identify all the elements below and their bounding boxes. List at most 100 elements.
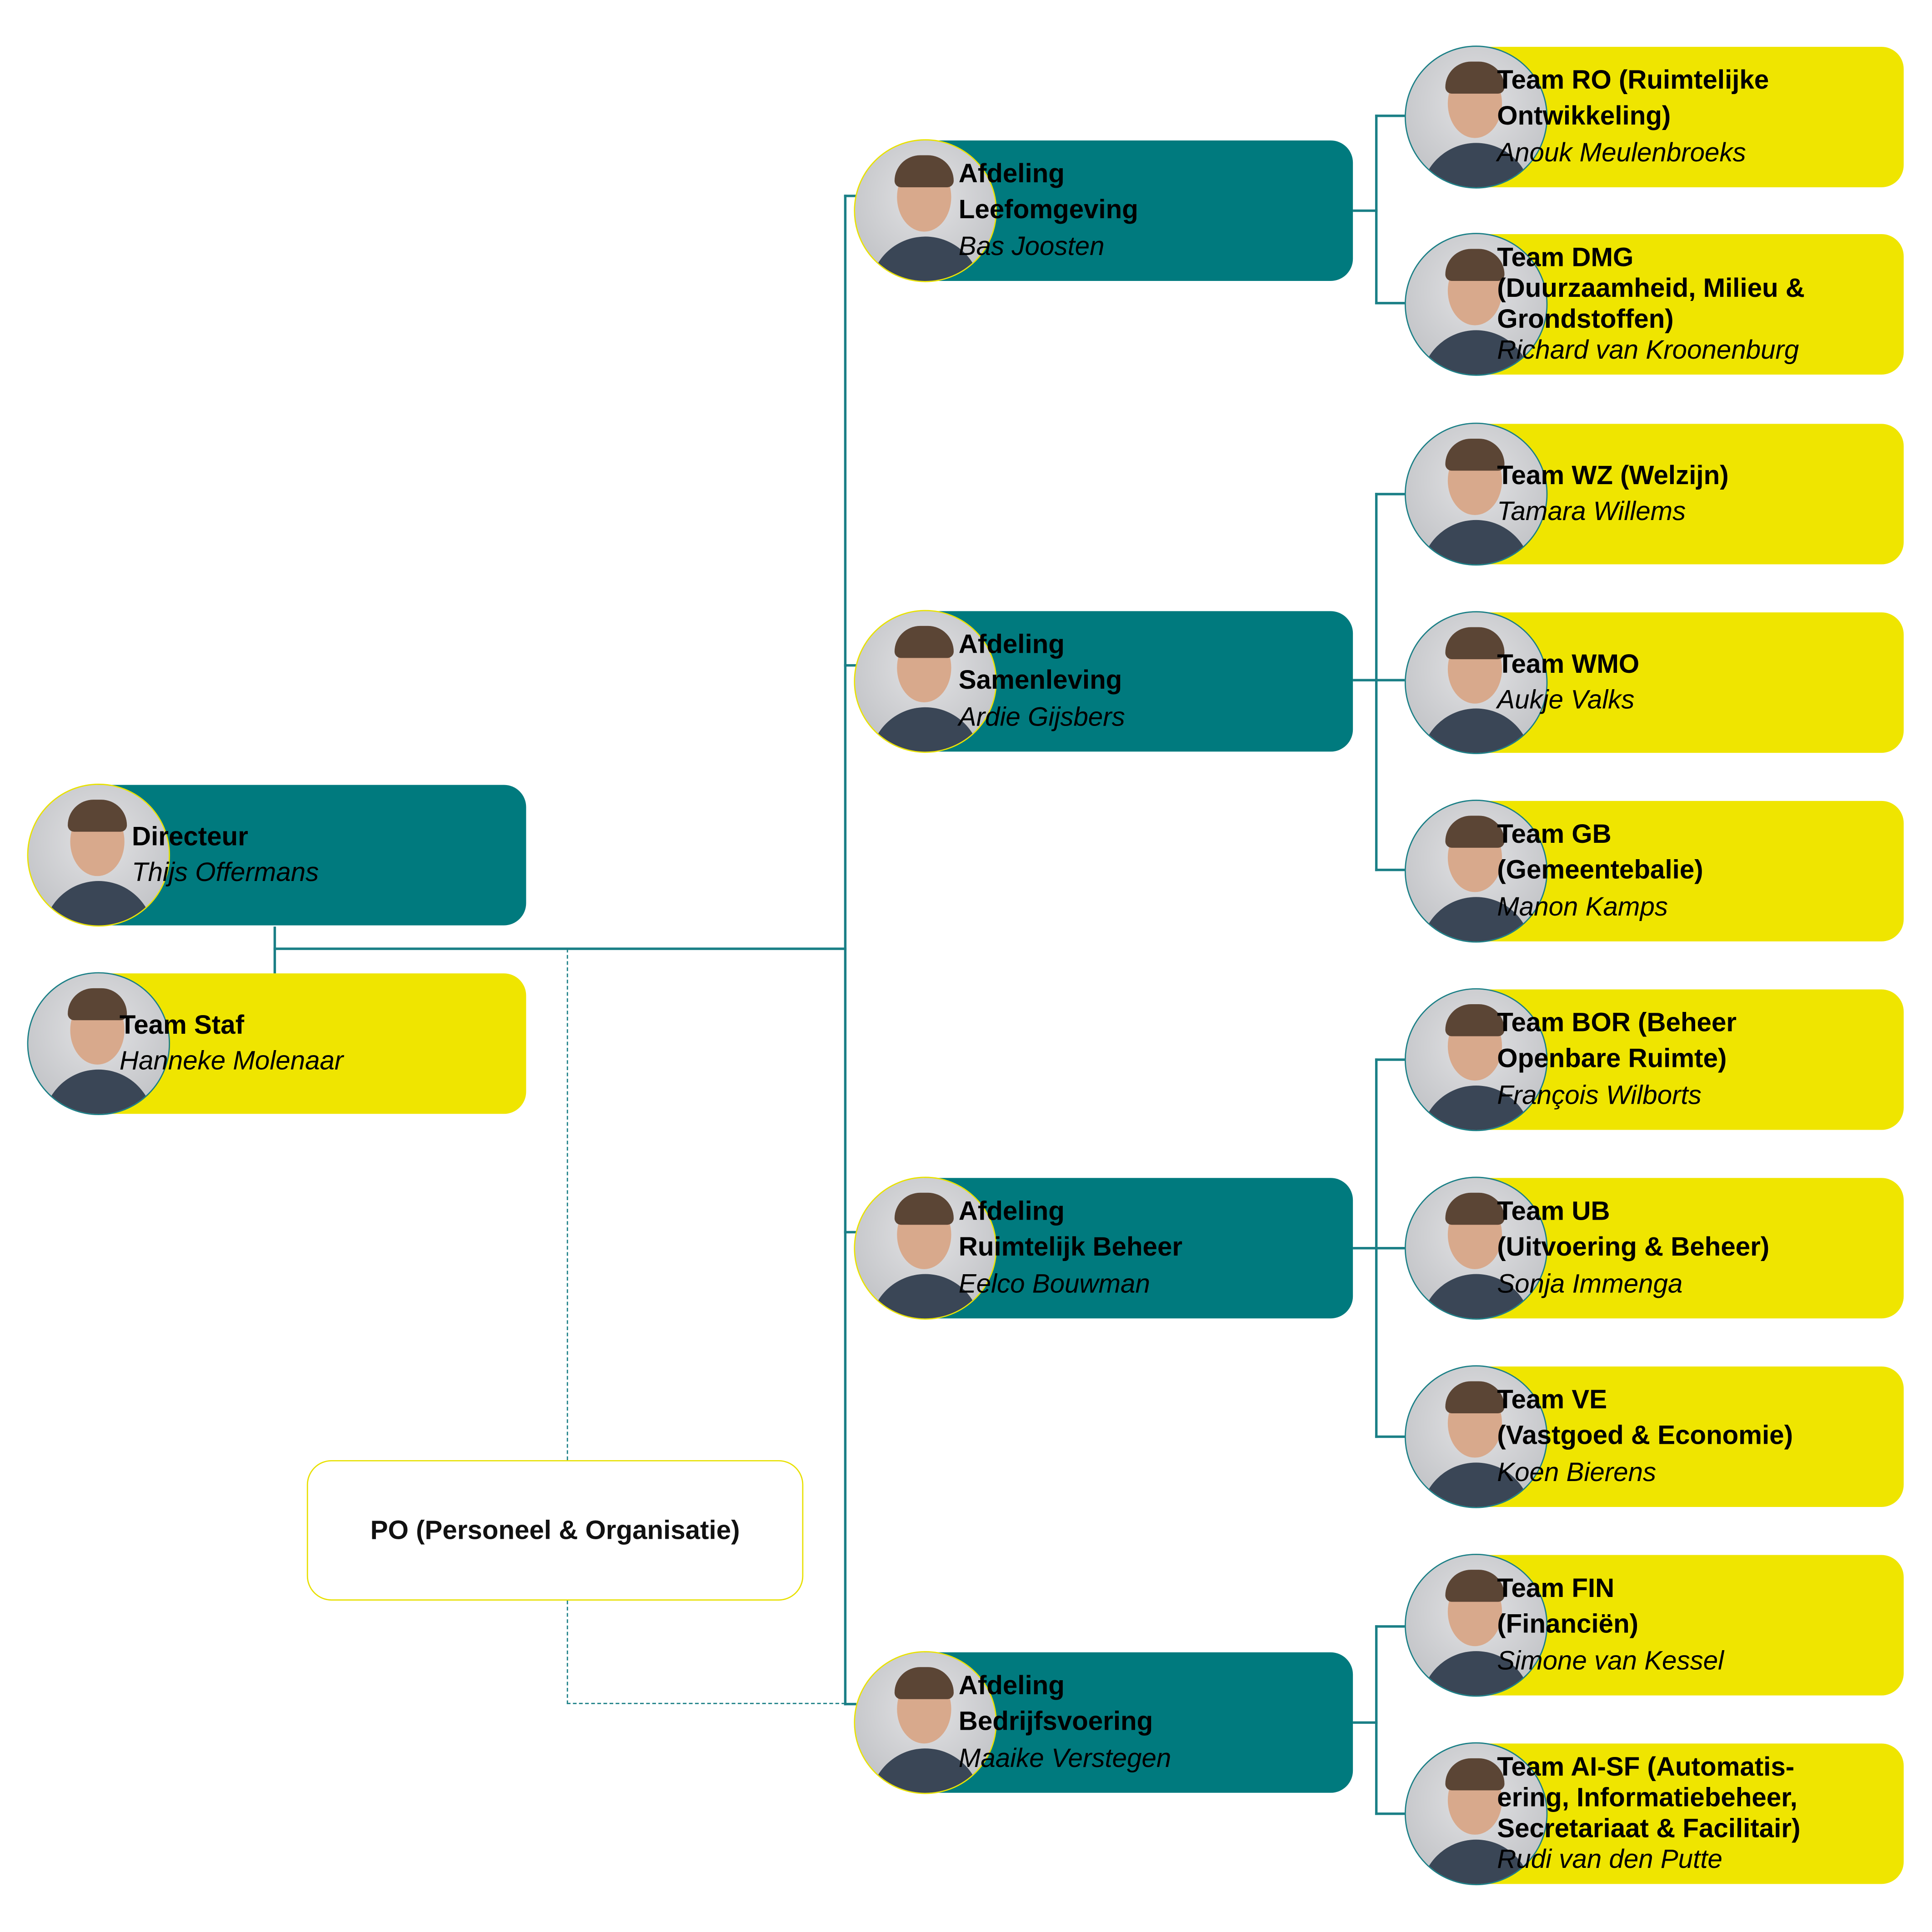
portrait-photo	[854, 1651, 997, 1794]
connector	[844, 664, 856, 666]
person-name: Sonja Immenga	[1497, 1269, 1683, 1299]
connector	[1375, 868, 1405, 871]
card-text: Team VE (Vastgoed & Economie) Koen Bierens	[1497, 1366, 1894, 1507]
card-title: (Financiën)	[1497, 1609, 1639, 1639]
team-card[interactable]: Team UB(Uitvoering & Beheer)Sonja Immeng…	[1404, 1176, 1904, 1320]
portrait-photo	[1404, 800, 1548, 943]
team-card[interactable]: Team AI-SF (Automatis-ering, Informatieb…	[1404, 1742, 1904, 1886]
team-card[interactable]: Team DMG(Duurzaamheid, Milieu &Grondstof…	[1404, 233, 1904, 376]
po-box[interactable]: PO (Personeel & Organisatie)	[306, 1460, 804, 1601]
person-name: Manon Kamps	[1497, 891, 1668, 921]
team-card[interactable]: Team VE (Vastgoed & Economie) Koen Bierens	[1404, 1365, 1904, 1508]
connector	[1375, 493, 1377, 871]
connector	[1375, 1058, 1405, 1061]
card-title: Openbare Ruimte)	[1497, 1044, 1727, 1074]
person-name: Aukje Valks	[1497, 685, 1635, 715]
card-title: Afdeling	[958, 1196, 1065, 1226]
person-name: Hanneke Molenaar	[119, 1046, 344, 1076]
card-title: Team GB	[1497, 819, 1612, 849]
card-title: Team WZ (Welzijn)	[1497, 460, 1729, 490]
portrait-photo	[1404, 611, 1548, 754]
portrait-photo	[1404, 988, 1548, 1131]
portrait-photo	[27, 972, 170, 1116]
person-name: Thijs Offermans	[132, 857, 319, 887]
po-label: PO (Personeel & Organisatie)	[370, 1515, 740, 1545]
person-name: Eelco Bouwman	[958, 1269, 1150, 1299]
card-title: Leefomgeving	[958, 195, 1138, 225]
connector	[273, 947, 847, 950]
card-text: Team DMG(Duurzaamheid, Milieu &Grondstof…	[1497, 234, 1894, 375]
person-name: Tamara Willems	[1497, 496, 1686, 526]
card-title: Secretariaat & Facilitair)	[1497, 1813, 1801, 1843]
team-card[interactable]: Team WMO Aukje Valks	[1404, 611, 1904, 754]
card-title: Bedrijfsvoering	[958, 1707, 1153, 1737]
card-title: Team DMG	[1497, 242, 1634, 273]
portrait-photo	[1404, 422, 1548, 566]
card-text: Team FIN (Financiën) Simone van Kessel	[1497, 1555, 1894, 1696]
team-card[interactable]: Team FIN (Financiën) Simone van Kessel	[1404, 1553, 1904, 1697]
dashed-connector	[566, 1600, 568, 1704]
card-text: Team AI-SF (Automatis-ering, Informatieb…	[1497, 1743, 1894, 1884]
connector	[1353, 209, 1378, 212]
card-title: Grondstoffen)	[1497, 304, 1674, 334]
person-name: Anouk Meulenbroeks	[1497, 137, 1746, 167]
person-name: François Wilborts	[1497, 1080, 1702, 1110]
person-name: Maaike Verstegen	[958, 1743, 1171, 1773]
card-text: Team UB(Uitvoering & Beheer)Sonja Immeng…	[1497, 1178, 1894, 1318]
portrait-photo	[1404, 1176, 1548, 1320]
card-title: Team VE	[1497, 1384, 1607, 1414]
card-title: (Uitvoering & Beheer)	[1497, 1232, 1770, 1262]
portrait-photo	[1404, 233, 1548, 376]
card-text: Team WZ (Welzijn) Tamara Willems	[1497, 424, 1894, 564]
connector	[1375, 115, 1405, 117]
card-title: Team FIN	[1497, 1573, 1615, 1603]
card-title: Team BOR (Beheer	[1497, 1007, 1737, 1037]
card-title: Ruimtelijk Beheer	[958, 1232, 1183, 1262]
person-name: Richard van Kroonenburg	[1497, 335, 1799, 365]
card-title: Samenleving	[958, 666, 1122, 696]
team-card[interactable]: Team WZ (Welzijn) Tamara Willems	[1404, 422, 1904, 566]
card-title: (Vastgoed & Economie)	[1497, 1421, 1793, 1451]
dashed-connector	[566, 949, 568, 1460]
card-text: Team WMO Aukje Valks	[1497, 612, 1894, 753]
connector	[844, 1702, 856, 1705]
team-card[interactable]: Team GB (Gemeentebalie) Manon Kamps	[1404, 800, 1904, 943]
portrait-photo	[1404, 1365, 1548, 1508]
connector	[1353, 1247, 1405, 1249]
connector	[1375, 493, 1405, 495]
card-title: Team Staf	[119, 1010, 245, 1040]
person-name: Koen Bierens	[1497, 1457, 1657, 1487]
card-title: Team AI-SF (Automatis-	[1497, 1752, 1795, 1782]
card-title: (Duurzaamheid, Milieu &	[1497, 273, 1805, 303]
dashed-connector	[566, 1702, 846, 1704]
person-name: Rudi van den Putte	[1497, 1844, 1722, 1874]
card-text: Team GB (Gemeentebalie) Manon Kamps	[1497, 801, 1894, 941]
connector	[844, 195, 856, 197]
connector	[1375, 1435, 1405, 1438]
portrait-photo	[1404, 45, 1548, 189]
card-title: Afdeling	[958, 629, 1065, 659]
person-name: Simone van Kessel	[1497, 1646, 1724, 1676]
card-title: (Gemeentebalie)	[1497, 855, 1703, 885]
connector	[1353, 679, 1405, 681]
person-name: Ardie Gijsbers	[958, 702, 1125, 732]
portrait-photo	[27, 783, 170, 927]
card-title: Team RO (Ruimtelijke	[1497, 65, 1769, 95]
card-title: Team WMO	[1497, 649, 1640, 679]
